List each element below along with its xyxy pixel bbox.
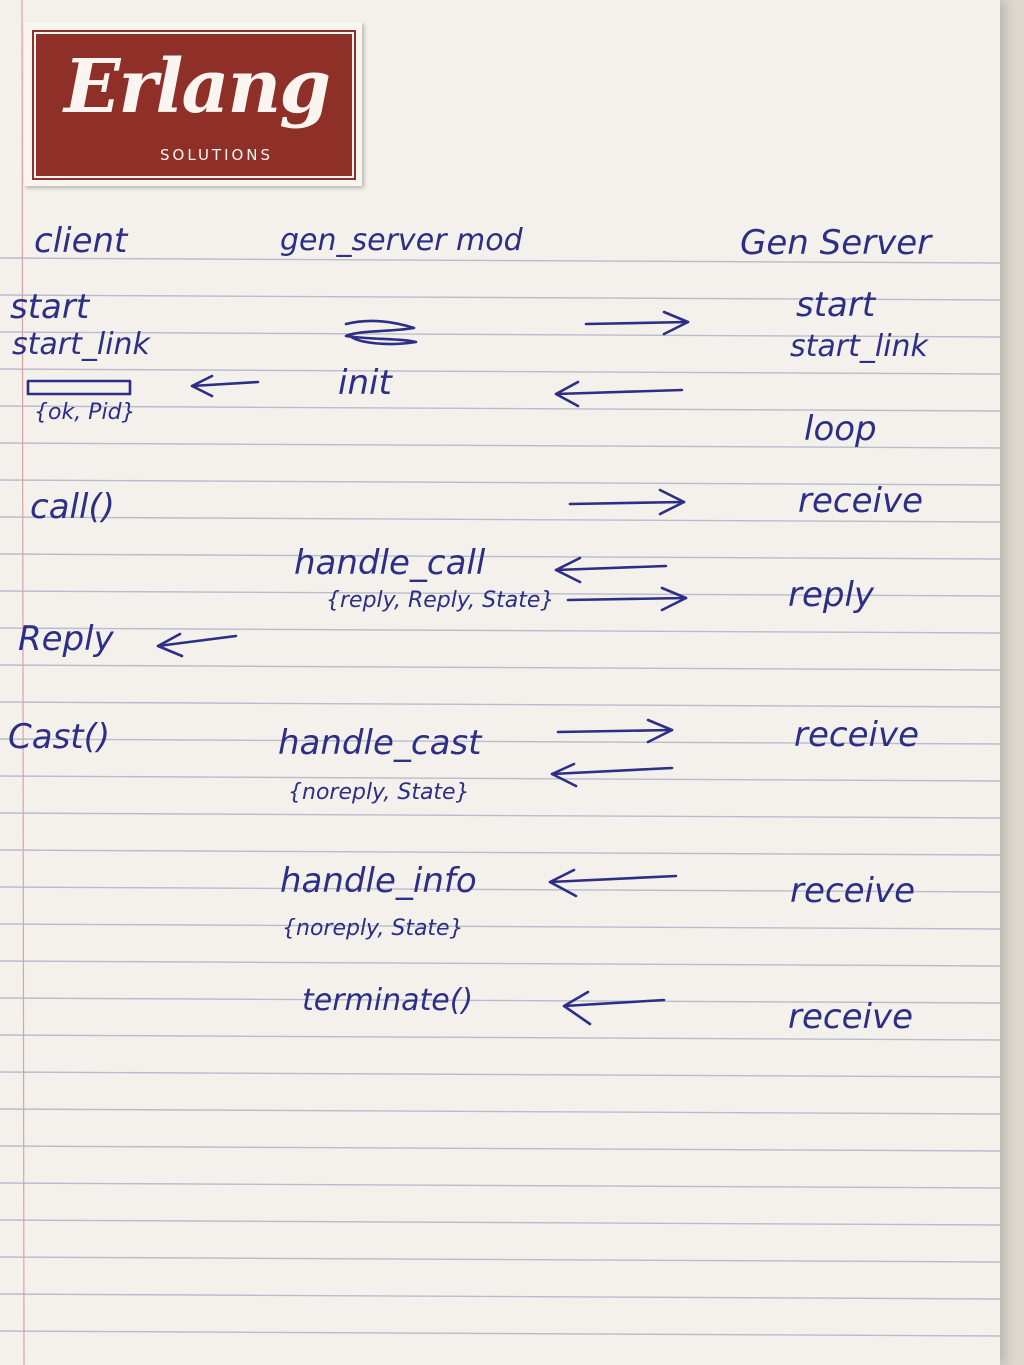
client-start-link: start_link — [12, 327, 150, 362]
arrow-handle-call-reply-to-server — [566, 586, 688, 612]
arrow-server-to-init — [554, 380, 684, 408]
mod-handle-cast-return: {noreply, State} — [288, 780, 470, 805]
arrow-server-to-handle-info — [548, 868, 678, 898]
client-start: start — [10, 287, 90, 327]
header-client: client — [34, 221, 128, 261]
server-receive-terminate: receive — [788, 997, 913, 1037]
erlang-solutions-logo: Erlang SOLUTIONS — [24, 22, 362, 186]
mod-init: init — [338, 363, 392, 403]
mod-handle-cast: handle_cast — [278, 723, 482, 763]
ruled-lines — [0, 0, 1000, 1365]
header-gen-server: Gen Server — [740, 223, 932, 263]
mod-handle-call-return: {reply, Reply, State} — [326, 588, 555, 613]
arrow-server-to-handle-call — [554, 556, 668, 584]
server-receive-call: receive — [798, 481, 923, 521]
notebook-page — [0, 0, 1000, 1365]
arrow-reply-to-client — [156, 632, 238, 658]
arrow-start-to-server — [584, 310, 690, 336]
logo-panel: Erlang SOLUTIONS — [32, 30, 356, 180]
mod-handle-info-return: {noreply, State} — [282, 916, 464, 941]
arrow-init-to-client — [190, 374, 260, 398]
mod-handle-info: handle_info — [280, 861, 477, 901]
arrow-server-to-handle-cast — [550, 762, 674, 788]
mod-terminate: terminate() — [302, 983, 474, 1018]
client-empty-box — [26, 379, 132, 396]
server-start-link: start_link — [790, 329, 928, 364]
server-loop: loop — [804, 409, 877, 449]
client-cast: Cast() — [8, 717, 111, 757]
server-start: start — [796, 285, 876, 325]
mod-handle-call: handle_call — [294, 543, 486, 583]
arrow-handle-cast-to-server — [556, 718, 674, 744]
arrow-call-to-server — [568, 488, 686, 516]
client-ok-pid: {ok, Pid} — [34, 400, 136, 425]
logo-wordmark: Erlang — [64, 44, 331, 130]
server-receive-info: receive — [790, 871, 915, 911]
header-gen-server-mod: gen_server mod — [280, 223, 523, 258]
client-call: call() — [30, 487, 115, 527]
server-reply: reply — [788, 575, 875, 615]
scribble-crossed-out — [344, 319, 418, 346]
logo-subtitle: SOLUTIONS — [160, 146, 274, 164]
arrow-server-to-terminate — [562, 990, 666, 1026]
client-reply: Reply — [18, 619, 114, 659]
server-receive-cast: receive — [794, 715, 919, 755]
